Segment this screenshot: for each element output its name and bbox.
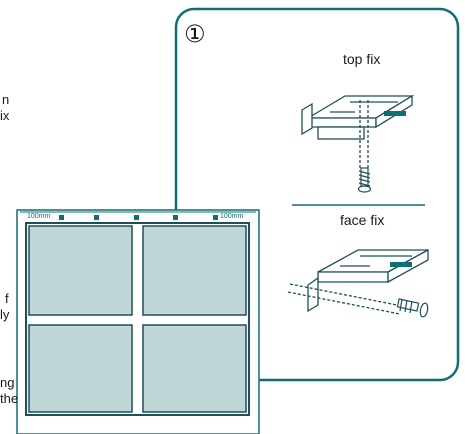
glass-pane-top-left: [28, 225, 133, 316]
text-fragment: ly: [0, 307, 10, 322]
step-number: ①: [184, 21, 206, 48]
text-fragment: f: [5, 291, 9, 306]
face-fix-screw-icon: [396, 298, 429, 318]
face-fix-label: face fix: [340, 212, 385, 228]
glass-pane-bottom-left: [28, 324, 133, 413]
top-fix-bracket-illustration: [301, 94, 415, 168]
window-frame: [16, 209, 260, 434]
glass-pane-top-right: [142, 225, 247, 316]
fixing-marker: [173, 215, 178, 220]
top-fix-label: top fix: [343, 51, 381, 67]
ruler-label-left: 100mm: [27, 213, 51, 220]
text-fragment: n: [2, 92, 10, 107]
fixing-marker: [59, 215, 64, 220]
top-fix-screw-icon: [357, 167, 372, 193]
fixing-marker: [134, 215, 139, 220]
glass-pane-bottom-right: [142, 324, 247, 413]
face-fix-bracket-illustration: [287, 248, 429, 315]
ruler-label-right: 100mm: [220, 213, 244, 220]
text-fragment: ng: [0, 375, 15, 390]
fixing-marker: [213, 215, 218, 220]
text-fragment: the: [0, 391, 19, 406]
text-fragment: ix: [0, 108, 10, 123]
fixing-marker: [94, 215, 99, 220]
